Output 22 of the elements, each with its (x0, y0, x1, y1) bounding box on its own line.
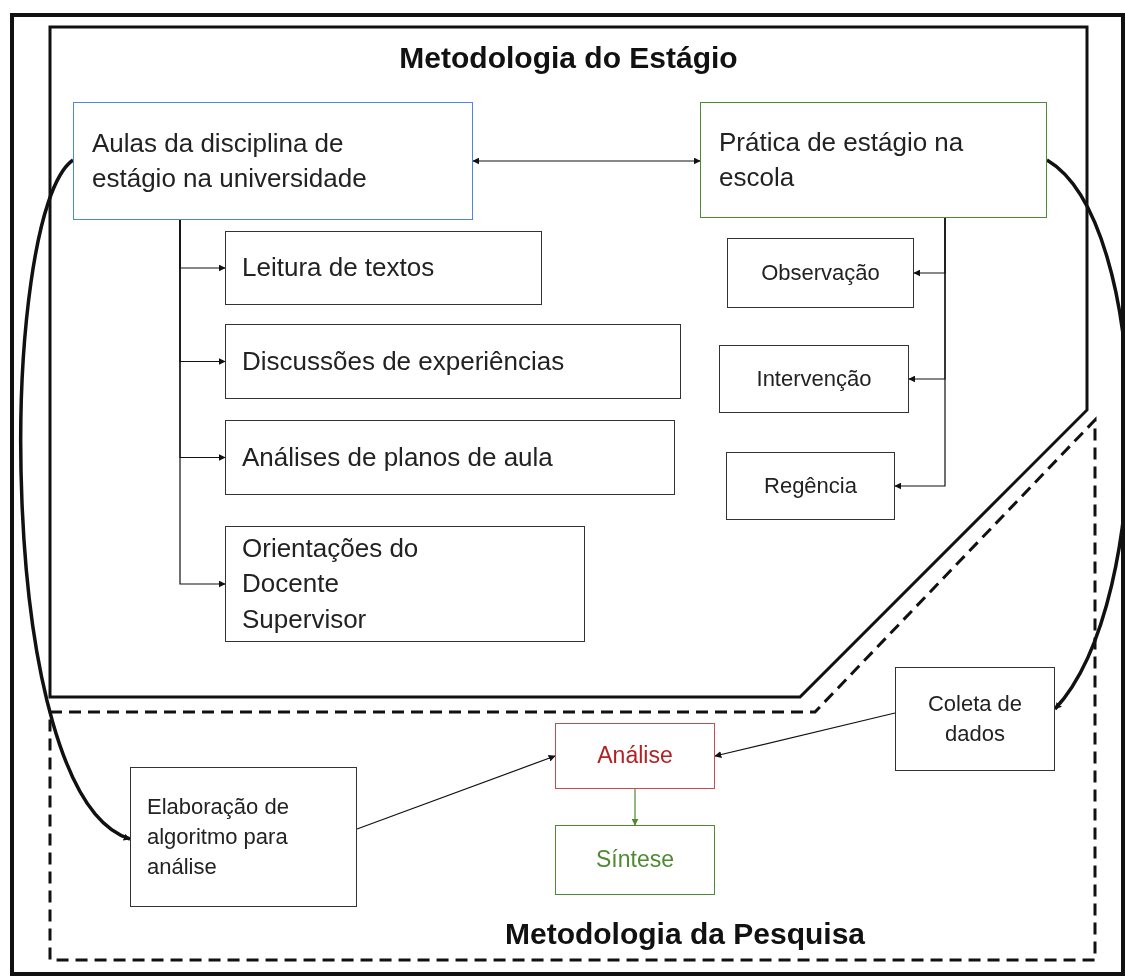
arrow (894, 217, 946, 490)
process-box: Coleta de dados (895, 667, 1055, 771)
arrow (631, 788, 639, 826)
process-box: Observação (727, 238, 914, 308)
arrow (19, 158, 131, 841)
section-title: Metodologia da Pesquisa (503, 917, 867, 951)
process-box: Elaboração de algoritmo para análise (130, 767, 357, 907)
arrow (356, 754, 556, 830)
process-box: Orientações do Docente Supervisor (225, 526, 585, 642)
process-box: Análise (555, 723, 715, 789)
arrow (472, 157, 701, 165)
process-box: Aulas da disciplina de estágio na universidade (73, 102, 473, 220)
process-box: Intervenção (719, 345, 909, 413)
arrow (714, 712, 896, 758)
process-box: Discussões de experiências (225, 324, 681, 399)
arrow (179, 219, 226, 588)
process-box: Prática de estágio na escola (700, 102, 1047, 218)
process-box: Regência (726, 452, 895, 520)
process-box: Síntese (555, 825, 715, 895)
process-box: Análises de planos de aula (225, 420, 675, 495)
process-box: Leitura de textos (225, 231, 542, 305)
section-title: Metodologia do Estágio (398, 41, 739, 75)
